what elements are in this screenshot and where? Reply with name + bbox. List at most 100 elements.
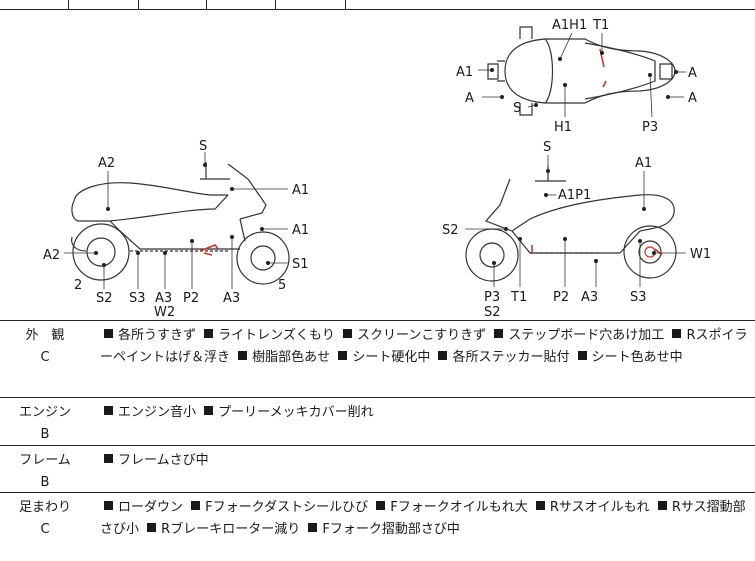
condition-row-engine: エンジン B エンジン音小 プーリーメッキカバー削れ <box>0 398 755 446</box>
right-label-s3: S3 <box>630 290 647 305</box>
top-label-a-left: A <box>465 91 474 106</box>
row-head: 外 観 C <box>0 321 90 369</box>
condition-item: Rブレーキローター減り <box>161 522 301 537</box>
left-view-leaders <box>64 152 288 289</box>
right-label-s2-left: S2 <box>442 223 459 238</box>
condition-item: エンジン音小 <box>118 405 197 420</box>
bullet-icon <box>672 329 682 338</box>
left-label-a2-left: A2 <box>43 248 60 263</box>
top-table-strip <box>0 0 755 10</box>
condition-item: Fフォークオイルもれ大 <box>390 500 528 515</box>
top-label-a-right-bottom: A <box>688 91 697 106</box>
row-head: 足まわり C <box>0 493 90 541</box>
left-view-points <box>94 163 270 267</box>
bullet-icon <box>494 329 504 338</box>
bullet-icon <box>238 351 248 360</box>
bullet-icon <box>104 406 113 415</box>
row-grade: B <box>40 475 50 490</box>
row-category: エンジン <box>18 405 71 420</box>
bullet-icon <box>376 501 386 510</box>
right-label-s2-bottom: S2 <box>484 305 501 320</box>
top-label-s: S <box>513 101 521 116</box>
top-view-points <box>490 51 678 107</box>
condition-item: Rサスオイルもれ <box>549 500 650 515</box>
condition-row-exterior: 外 観 C 各所うすきず ライトレンズくもり スクリーンこすりきず ステップボー… <box>0 321 755 398</box>
bullet-icon <box>104 329 113 338</box>
top-label-h1: H1 <box>554 120 572 135</box>
right-side-view <box>465 166 677 282</box>
right-label-p3: P3 <box>484 290 500 305</box>
left-label-w2: W2 <box>154 305 175 320</box>
row-head: フレーム B <box>0 446 90 494</box>
right-label-a3: A3 <box>581 290 598 305</box>
condition-item: ローダウン <box>118 500 184 515</box>
bullet-icon <box>577 351 587 360</box>
motorcycle-damage-diagram: A1H1 T1 A1 A S H1 P3 A A <box>0 9 755 321</box>
right-label-a1p1: A1P1 <box>558 188 591 203</box>
row-grade: B <box>40 427 50 442</box>
top-view-leaders <box>478 32 686 118</box>
scooter-outline-drawing: A1H1 T1 A1 A S H1 P3 A A <box>43 18 711 320</box>
bullet-icon <box>204 406 214 415</box>
left-label-s1: S1 <box>292 257 309 272</box>
condition-item: Rサス摺動部さび小 <box>100 500 746 537</box>
left-label-s3: S3 <box>129 291 146 306</box>
right-view-leaders <box>465 155 686 287</box>
right-label-w1: W1 <box>690 247 711 262</box>
row-category: 外 観 <box>25 328 65 343</box>
top-label-a-right-top: A <box>688 66 697 81</box>
row-grade: C <box>40 350 50 365</box>
top-label-p3: P3 <box>642 120 658 135</box>
bullet-icon <box>204 329 214 338</box>
bullet-icon <box>343 329 353 338</box>
row-category: 足まわり <box>18 500 71 515</box>
bullet-icon <box>191 501 201 510</box>
condition-item: ステップボード穴あけ加工 <box>508 328 665 343</box>
left-label-s: S <box>199 139 207 154</box>
condition-item: 各所うすきず <box>118 328 197 343</box>
row-items: ローダウン Fフォークダストシールひび Fフォークオイルもれ大 Rサスオイルもれ… <box>100 493 750 541</box>
bullet-icon <box>104 454 113 463</box>
left-label-a3-b: A3 <box>223 291 240 306</box>
condition-item: シート硬化中 <box>352 350 431 365</box>
bullet-icon <box>338 351 348 360</box>
bullet-icon <box>308 523 318 532</box>
row-items: エンジン音小 プーリーメッキカバー削れ <box>100 398 750 424</box>
condition-item: シート色あせ中 <box>591 350 683 365</box>
left-label-s2: S2 <box>96 291 113 306</box>
bullet-icon <box>438 351 448 360</box>
condition-item: 樹脂部色あせ <box>252 350 331 365</box>
row-head: エンジン B <box>0 398 90 446</box>
left-label-p2: P2 <box>183 291 199 306</box>
top-label-a1h1: A1H1 <box>552 18 587 33</box>
row-grade: C <box>40 522 50 537</box>
top-label-t1: T1 <box>592 18 609 33</box>
right-label-a1: A1 <box>635 156 652 171</box>
condition-item: 各所ステッカー貼付 <box>452 350 570 365</box>
right-label-s: S <box>543 140 551 155</box>
condition-item: Fフォーク摺動部さび中 <box>322 522 460 537</box>
bullet-icon <box>535 501 545 510</box>
left-label-a1-mid: A1 <box>292 223 309 238</box>
row-items: フレームさび中 <box>100 446 750 472</box>
condition-item: Fフォークダストシールひび <box>205 500 369 515</box>
row-category: フレーム <box>19 453 71 468</box>
condition-row-suspension: 足まわり C ローダウン Fフォークダストシールひび Fフォークオイルもれ大 R… <box>0 493 755 561</box>
left-label-2: 2 <box>74 278 82 293</box>
left-side-view <box>71 162 290 285</box>
right-label-t1: T1 <box>510 290 527 305</box>
left-label-a3-a: A3 <box>155 291 172 306</box>
bullet-icon <box>657 501 667 510</box>
bullet-icon <box>147 523 157 532</box>
condition-item: ライトレンズくもり <box>218 328 335 343</box>
condition-item: プーリーメッキカバー削れ <box>218 405 374 420</box>
right-view-points <box>492 169 656 265</box>
right-label-p2: P2 <box>553 290 569 305</box>
condition-item: スクリーンこすりきず <box>357 328 487 343</box>
bullet-icon <box>104 501 113 510</box>
left-label-a1-top: A1 <box>292 183 309 198</box>
condition-item: フレームさび中 <box>118 453 209 468</box>
row-items: 各所うすきず ライトレンズくもり スクリーンこすりきず ステップボード穴あけ加工… <box>100 321 750 369</box>
condition-item: Rスポイラーペイントはげ＆浮き <box>100 328 748 365</box>
